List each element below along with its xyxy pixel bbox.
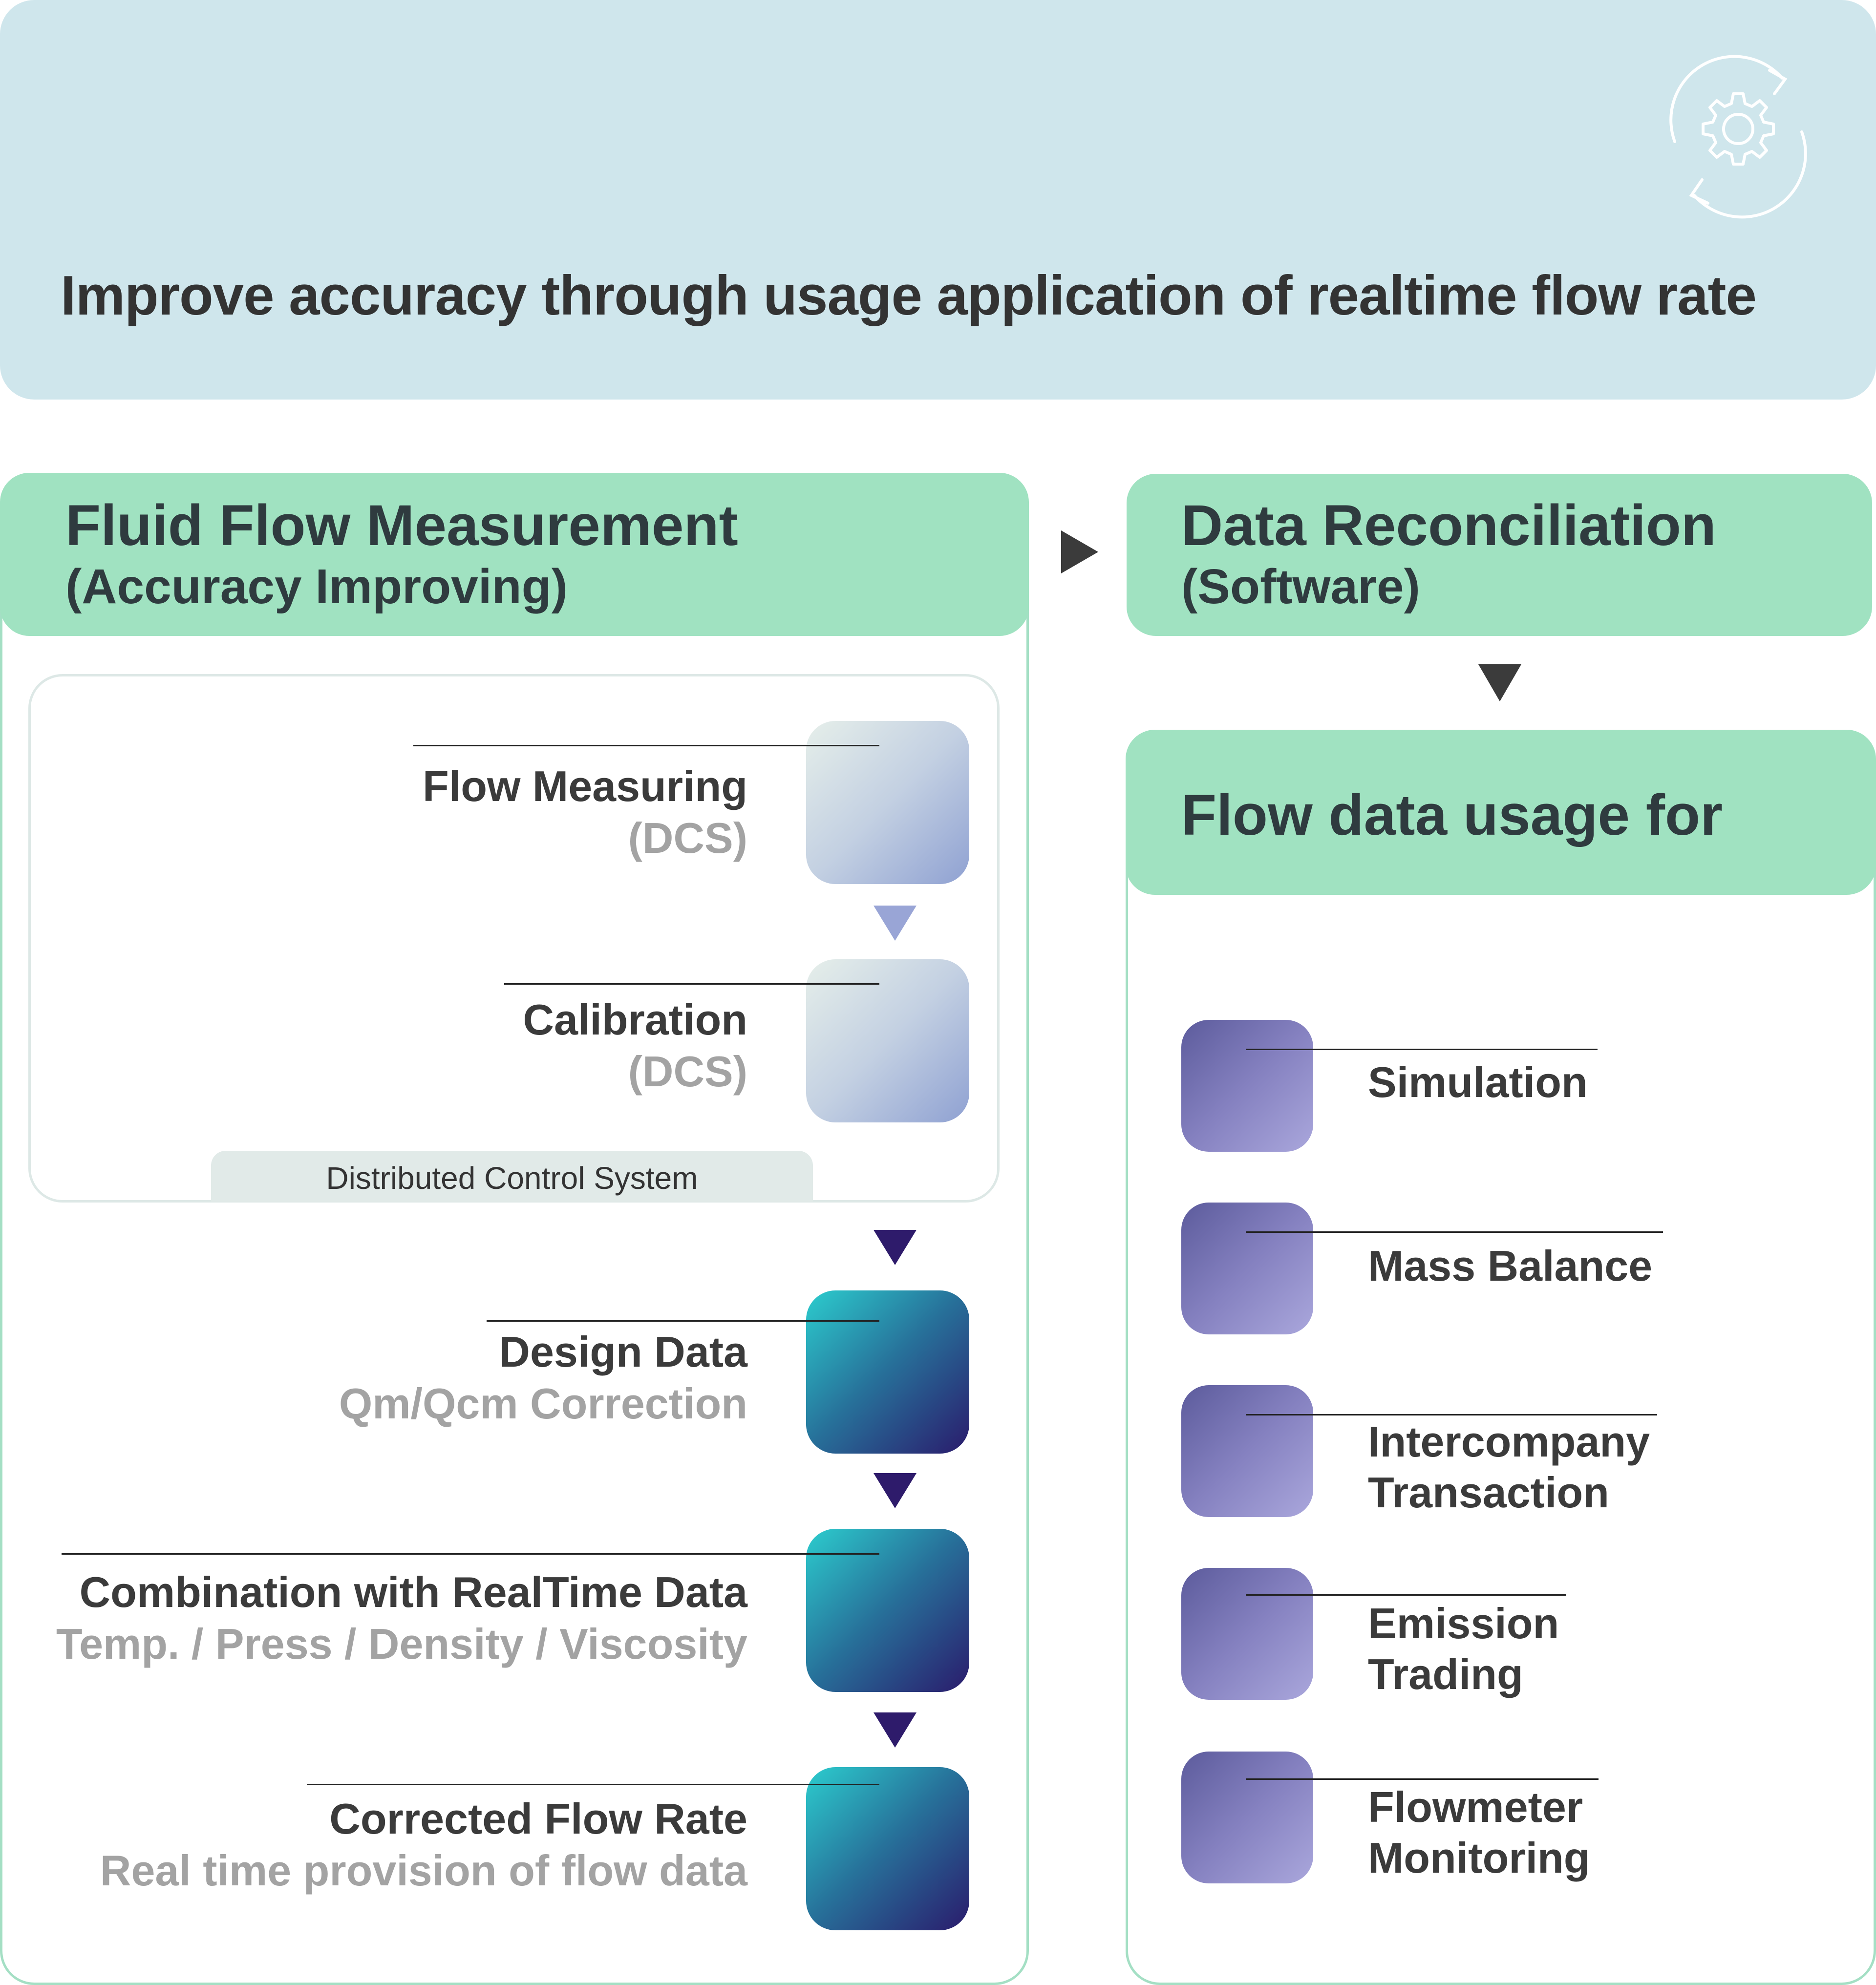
step-combination-label: Combination with RealTime Data — [79, 1568, 747, 1616]
connector-line — [307, 1784, 879, 1785]
usage-item-intercompany: Intercompany Transaction — [1368, 1417, 1650, 1517]
fluid-flow-title: Fluid Flow Measurement — [65, 493, 738, 558]
step-flow-measuring-label: Flow Measuring — [423, 762, 747, 810]
usage-item-emission: Emission Trading — [1368, 1599, 1559, 1698]
connector-line — [1246, 1414, 1657, 1415]
dcs-caption: Distributed Control System — [211, 1151, 813, 1202]
reconciliation-box — [1127, 474, 1872, 636]
usage-item-icon — [1181, 1568, 1313, 1700]
connector-line — [62, 1553, 879, 1555]
arrow-down-icon — [874, 1473, 917, 1508]
connector-line — [1246, 1049, 1598, 1050]
connector-line — [1246, 1778, 1599, 1780]
reconciliation-subtitle: (Software) — [1181, 559, 1420, 614]
usage-item-icon — [1181, 1385, 1313, 1517]
reconciliation-title: Data Reconciliation — [1181, 493, 1717, 558]
step-design-data-sub: Qm/Qcm Correction — [339, 1379, 747, 1428]
step-calibration-label: Calibration — [523, 995, 747, 1044]
connector-line — [1246, 1231, 1663, 1233]
usage-item-icon — [1181, 1203, 1313, 1334]
corrected-flow-block — [806, 1767, 969, 1930]
step-corrected-flow-label: Corrected Flow Rate — [329, 1795, 747, 1843]
arrow-right-icon — [1061, 530, 1098, 573]
step-calibration-sub: (DCS) — [628, 1047, 747, 1096]
fluid-flow-subtitle: (Accuracy Improving) — [65, 559, 568, 614]
design-data-block — [806, 1290, 969, 1454]
calibration-block — [806, 959, 969, 1122]
usage-item-simulation: Simulation — [1368, 1058, 1588, 1106]
arrow-down-icon — [874, 1230, 917, 1265]
usage-title: Flow data usage for — [1181, 783, 1723, 847]
connector-line — [413, 745, 879, 746]
connector-line — [1246, 1594, 1566, 1596]
header-title: Improve accuracy through usage applicati… — [61, 265, 1757, 327]
connector-line — [487, 1320, 879, 1322]
gear-sync-icon — [1650, 49, 1826, 225]
arrow-down-icon — [874, 1712, 917, 1748]
usage-item-icon — [1181, 1020, 1313, 1152]
header-banner — [0, 0, 1876, 400]
step-design-data-label: Design Data — [499, 1328, 747, 1376]
flow-measuring-block — [806, 721, 969, 884]
step-flow-measuring-sub: (DCS) — [628, 814, 747, 862]
arrow-down-icon — [874, 906, 917, 941]
connector-line — [504, 983, 879, 985]
step-corrected-flow-sub: Real time provision of flow data — [100, 1846, 747, 1895]
usage-item-flowmeter: Flowmeter Monitoring — [1368, 1783, 1590, 1882]
usage-item-mass-balance: Mass Balance — [1368, 1242, 1653, 1290]
usage-panel-header — [1126, 730, 1876, 895]
arrow-down-icon — [1478, 664, 1521, 701]
fluid-flow-panel-header — [0, 473, 1029, 636]
usage-item-icon — [1181, 1752, 1313, 1883]
step-combination-sub: Temp. / Press / Density / Viscosity — [56, 1620, 747, 1668]
realtime-combination-block — [806, 1529, 969, 1692]
